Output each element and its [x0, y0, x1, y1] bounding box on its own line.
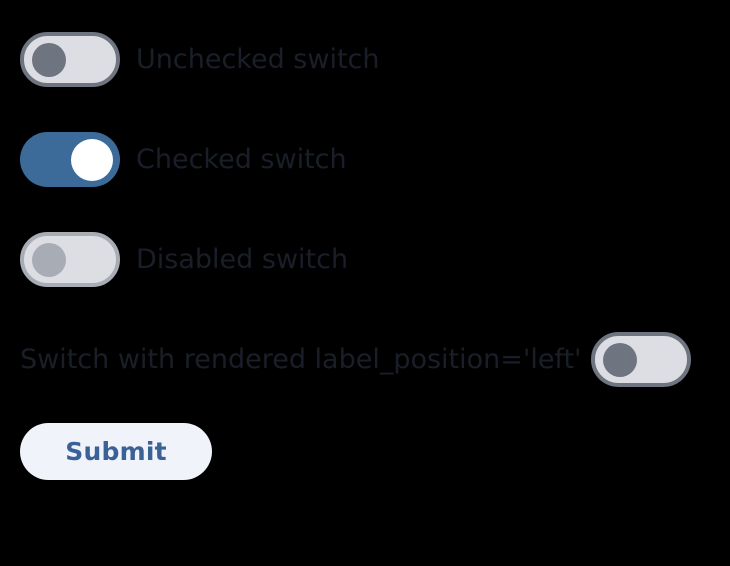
disabled-switch-label: Disabled switch: [136, 244, 349, 275]
submit-button[interactable]: Submit: [20, 423, 212, 480]
label-left-switch-label: Switch with rendered label_position='lef…: [20, 344, 582, 375]
switch-row-label-left: Switch with rendered label_position='lef…: [20, 332, 710, 387]
switch-row-unchecked: Unchecked switch: [20, 32, 380, 87]
switch-thumb-icon: [32, 42, 66, 77]
switch-thumb-icon: [71, 138, 113, 181]
switch-thumb-icon: [32, 242, 66, 277]
switch-row-checked: Checked switch: [20, 132, 347, 187]
checked-switch-label: Checked switch: [136, 144, 347, 175]
checked-switch-toggle[interactable]: [20, 132, 120, 187]
disabled-switch-toggle: [20, 232, 120, 287]
switch-thumb-icon: [603, 342, 638, 377]
unchecked-switch-label: Unchecked switch: [136, 44, 380, 75]
unchecked-switch-toggle[interactable]: [20, 32, 120, 87]
switch-row-disabled: Disabled switch: [20, 232, 348, 287]
label-left-switch-toggle[interactable]: [591, 332, 692, 387]
